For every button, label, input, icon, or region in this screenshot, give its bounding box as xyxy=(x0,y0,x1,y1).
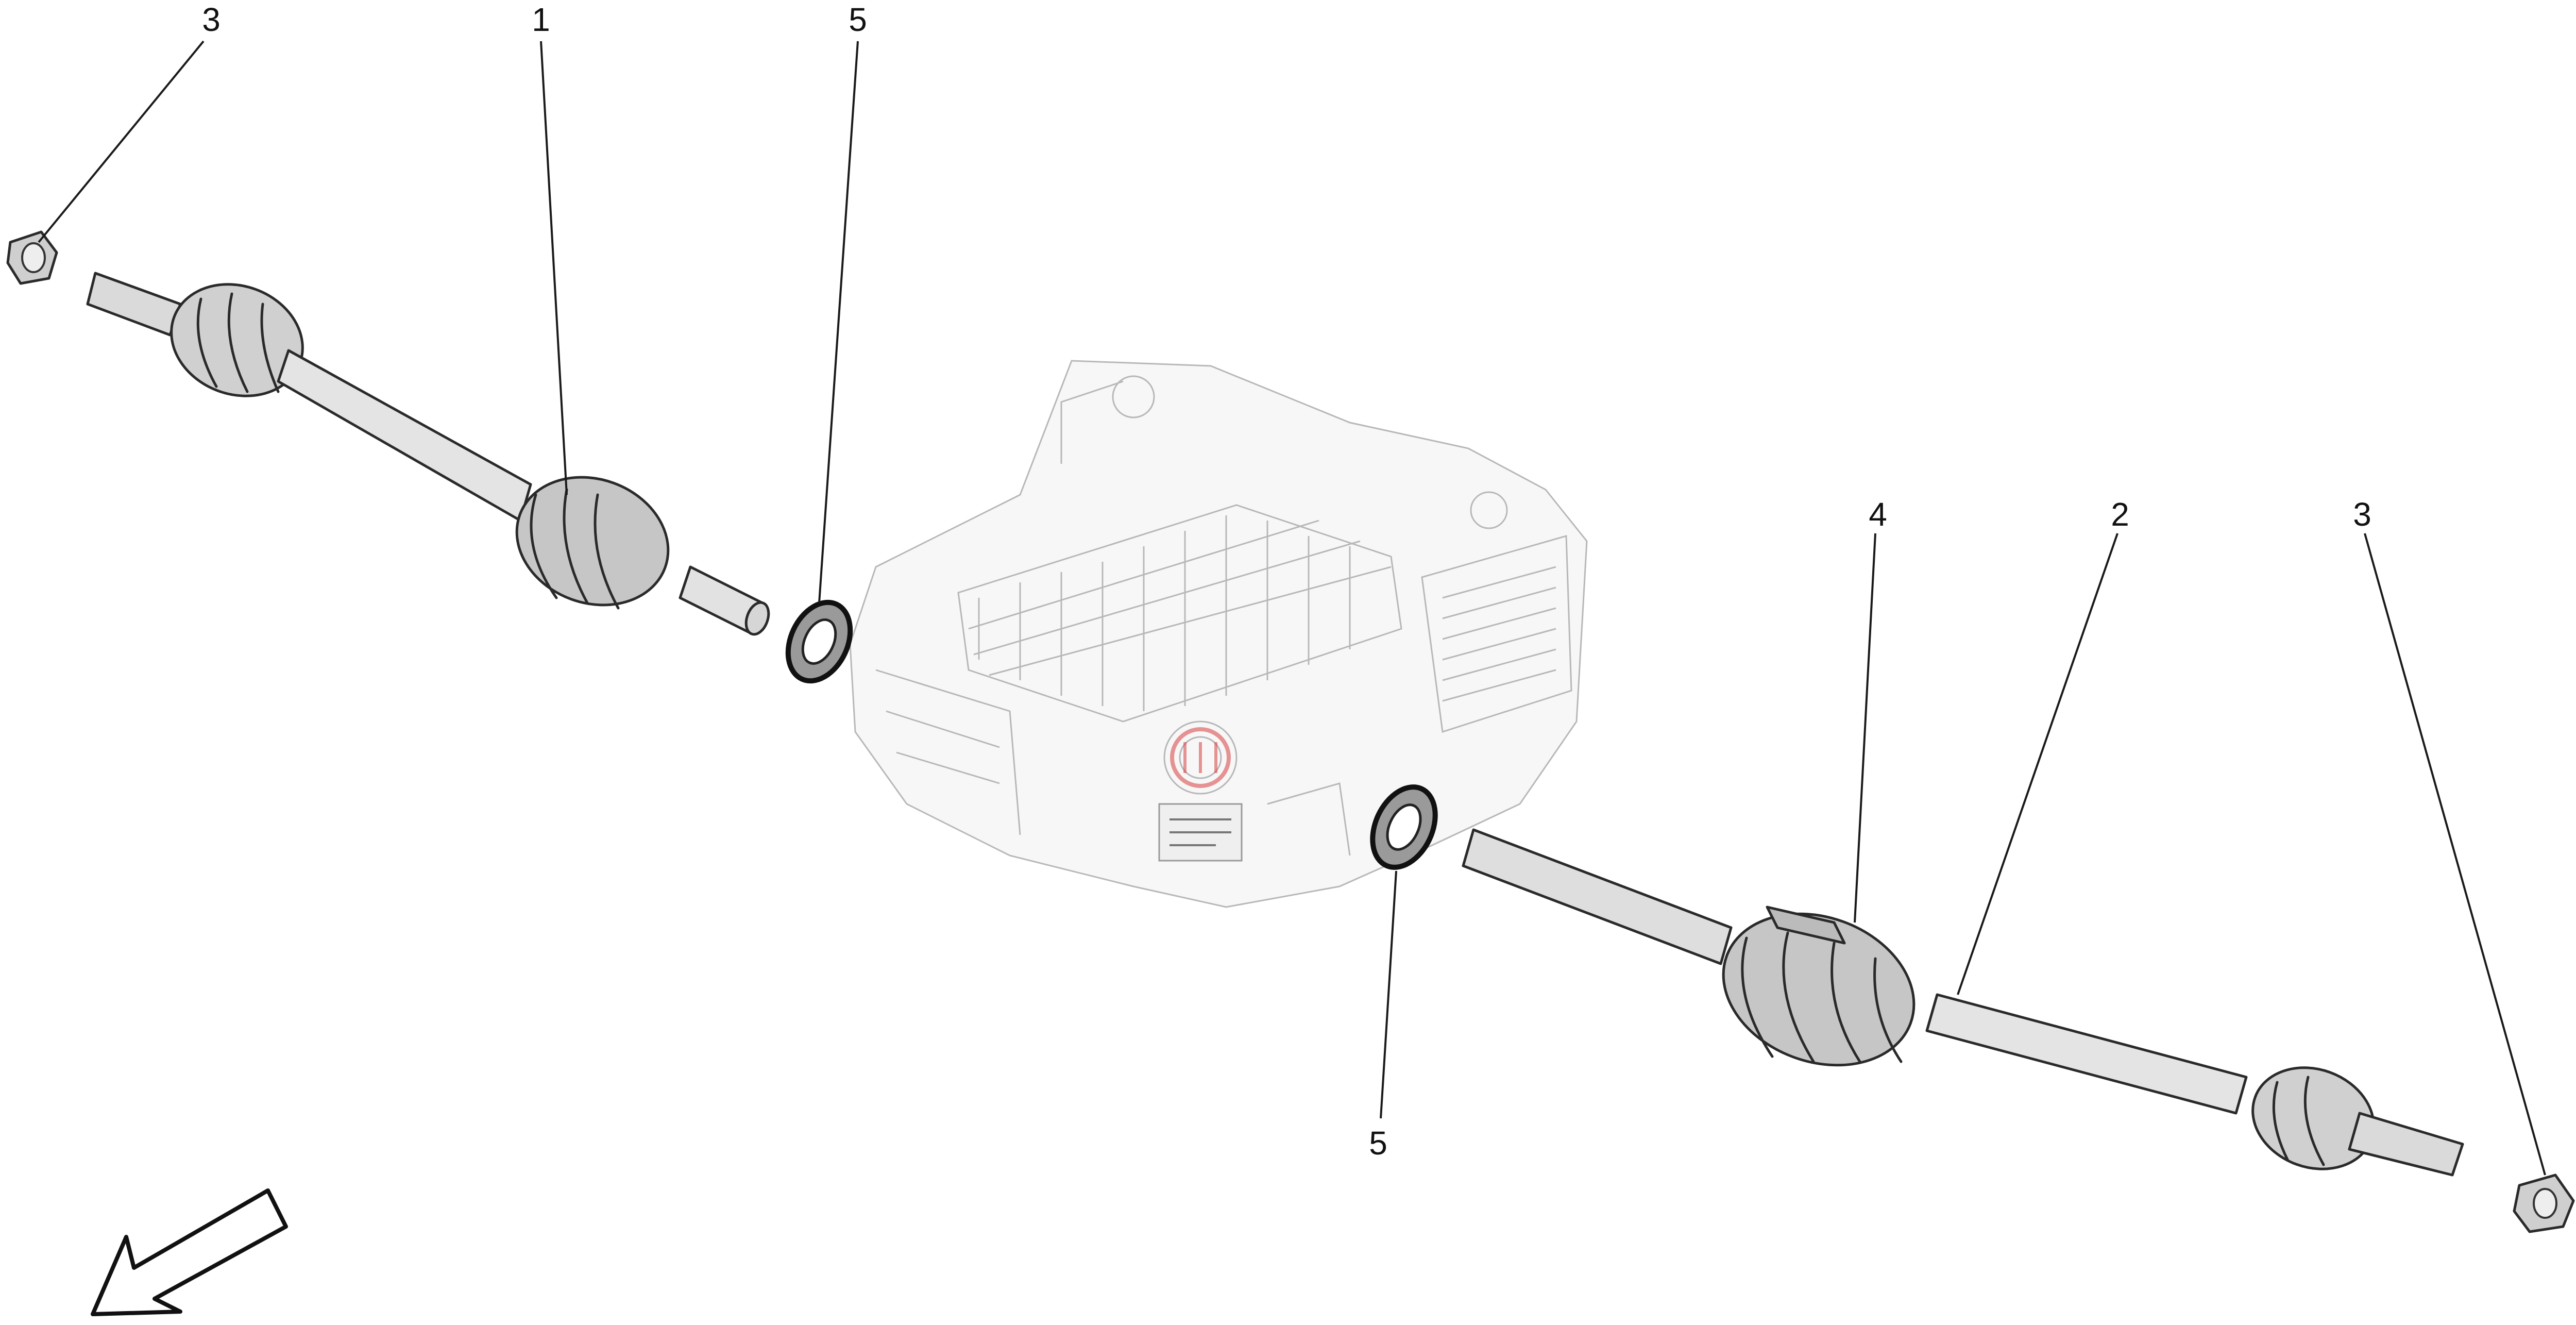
seal-right xyxy=(1370,784,1438,870)
callout-3-left: 3 xyxy=(202,1,221,38)
leader-lines xyxy=(38,40,2546,1176)
nut-left xyxy=(6,230,58,285)
left-drive-shaft xyxy=(86,272,770,636)
nut-right xyxy=(2513,1173,2575,1233)
callout-5-bottom: 5 xyxy=(1369,1125,1387,1162)
callout-2: 2 xyxy=(2111,496,2129,533)
direction-arrow-icon xyxy=(91,1188,288,1316)
retaining-clip xyxy=(1766,905,1846,945)
watermark-logo xyxy=(1170,727,1231,788)
callout-labels: 3 1 5 4 2 3 5 xyxy=(202,1,2371,1162)
callout-4: 4 xyxy=(1869,496,1887,533)
callout-5-top: 5 xyxy=(849,1,867,38)
right-drive-shaft xyxy=(1462,828,2464,1177)
callout-1: 1 xyxy=(532,1,550,38)
gearbox-housing xyxy=(849,360,1588,908)
callout-3-right: 3 xyxy=(2353,496,2371,533)
seal-left xyxy=(785,599,853,684)
